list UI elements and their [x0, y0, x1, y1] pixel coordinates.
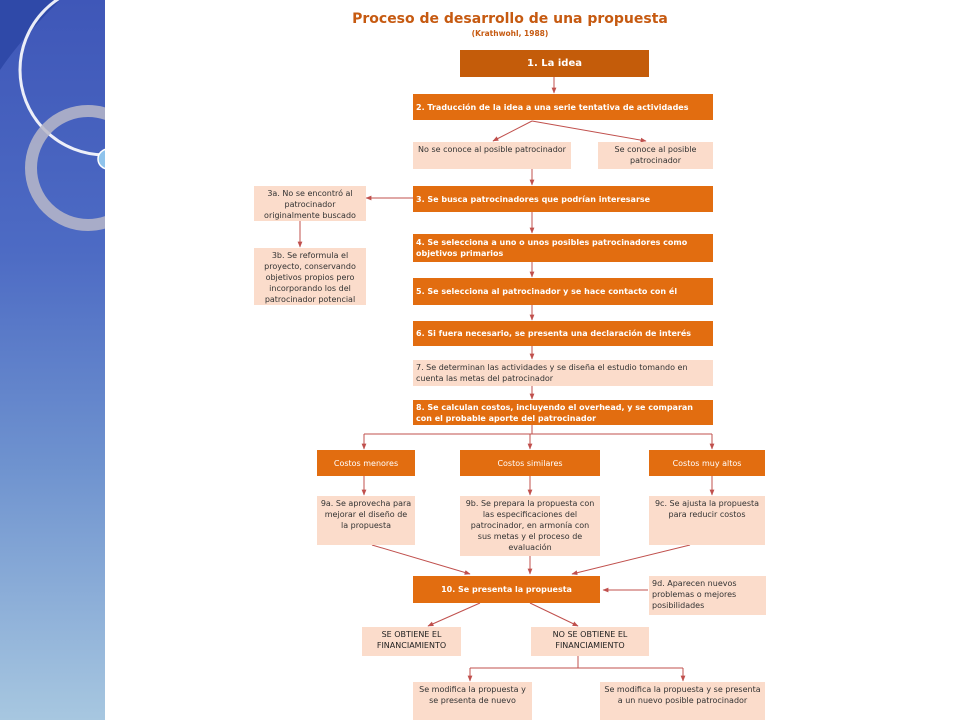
modify-new-sponsor: Se modifica la propuesta y se presenta a… — [600, 682, 765, 720]
step-9c-adjust: 9c. Se ajusta la propuesta para reducir … — [649, 496, 765, 545]
arrow-9c-10 — [571, 544, 691, 576]
funding-not-obtained: NO SE OBTIENE EL FINANCIAMIENTO — [531, 627, 649, 656]
step-9a-improve: 9a. Se aprovecha para mejorar el diseño … — [317, 496, 415, 545]
step-3-search: 3. Se busca patrocinadores que podrían i… — [413, 186, 713, 212]
step-3b-reformulate: 3b. Se reformula el proyecto, conservand… — [254, 248, 366, 305]
step-2-translation: 2. Traducción de la idea a una serie ten… — [413, 94, 713, 120]
modify-resubmit: Se modifica la propuesta y se presenta d… — [413, 682, 532, 720]
arrow-9a-10 — [371, 544, 471, 575]
arrow-10-funded — [427, 602, 481, 627]
decorative-sidebar — [0, 0, 105, 720]
arrow-2-2a — [492, 120, 533, 142]
diagram-subtitle: (Krathwohl, 1988) — [471, 29, 549, 38]
diagram-title: Proceso de desarrollo de una propuesta — [352, 11, 668, 27]
step-5-contact: 5. Se selecciona al patrocinador y se ha… — [413, 278, 713, 305]
step-8-costs: 8. Se calculan costos, incluyendo el ove… — [413, 400, 713, 425]
sponsor-unknown: No se conoce al posible patrocinador — [413, 142, 571, 169]
corner-shape — [0, 0, 60, 70]
costs-similar: Costos similares — [460, 450, 600, 476]
gray-ring — [25, 105, 105, 231]
step-9b-prepare: 9b. Se prepara la propuesta con las espe… — [460, 496, 600, 556]
funding-obtained: SE OBTIENE EL FINANCIAMIENTO — [362, 627, 461, 656]
costs-lower: Costos menores — [317, 450, 415, 476]
large-ring — [18, 0, 105, 157]
step-6-declaration: 6. Si fuera necesario, se presenta una d… — [413, 321, 713, 346]
sponsor-known: Se conoce al posible patrocinador — [598, 142, 713, 169]
arrow-2-2b — [531, 120, 647, 143]
step-3a-not-found: 3a. No se encontró al patrocinador origi… — [254, 186, 366, 221]
step-10-submit: 10. Se presenta la propuesta — [413, 576, 600, 603]
step-4-select: 4. Se selecciona a uno o unos posibles p… — [413, 234, 713, 262]
costs-very-high: Costos muy altos — [649, 450, 765, 476]
step-7-activities: 7. Se determinan las actividades y se di… — [413, 360, 713, 386]
arrow-10-notfunded — [529, 602, 579, 627]
step-1-idea: 1. La idea — [460, 50, 649, 77]
decorative-rings — [0, 0, 105, 231]
blue-bubble — [97, 148, 105, 170]
step-9d-new-problems: 9d. Aparecen nuevos problemas o mejores … — [649, 576, 766, 615]
